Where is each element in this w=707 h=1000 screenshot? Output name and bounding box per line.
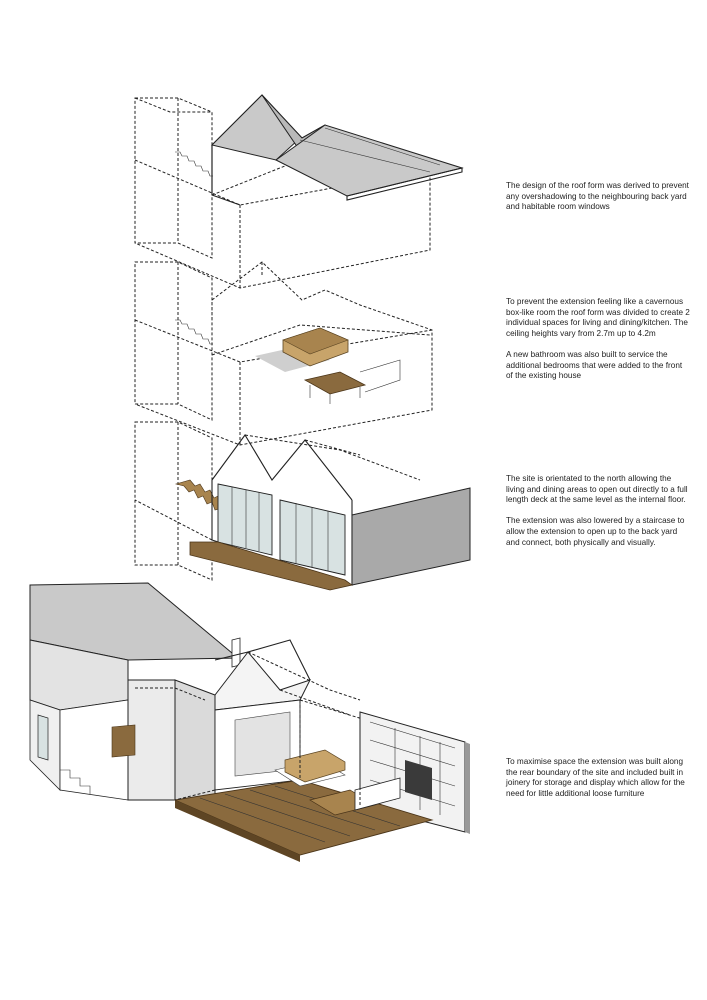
caption-roof-form-p1: The design of the roof form was derived …: [506, 181, 689, 212]
boundary-wall: [351, 487, 471, 586]
roof-plane-right: [275, 124, 464, 197]
caption-joinery: To maximise space the extension was buil…: [506, 757, 691, 799]
caption-deck: The site is orientated to the north allo…: [506, 474, 691, 548]
diagram-living-dining: [134, 261, 433, 446]
diagram-deck: [134, 421, 471, 591]
dining-table: [303, 371, 367, 395]
caption-joinery-p1: To maximise space the extension was buil…: [506, 757, 685, 798]
caption-roof-form: The design of the roof form was derived …: [506, 181, 691, 213]
caption-living-dining: To prevent the extension feeling like a …: [506, 297, 691, 382]
caption-living-dining-p1: To prevent the extension feeling like a …: [506, 297, 690, 338]
timber-deck: [189, 541, 353, 591]
glazed-doors: [217, 483, 273, 556]
caption-deck-p2: The extension was also lowered by a stai…: [506, 516, 685, 547]
existing-roof: [29, 582, 240, 661]
timber-stair: [174, 479, 223, 511]
diagram-full-house: [29, 582, 470, 862]
diagram-roof-form: [134, 94, 464, 289]
caption-deck-p1: The site is orientated to the north allo…: [506, 474, 688, 505]
caption-living-dining-p2: A new bathroom was also built to service…: [506, 349, 683, 381]
